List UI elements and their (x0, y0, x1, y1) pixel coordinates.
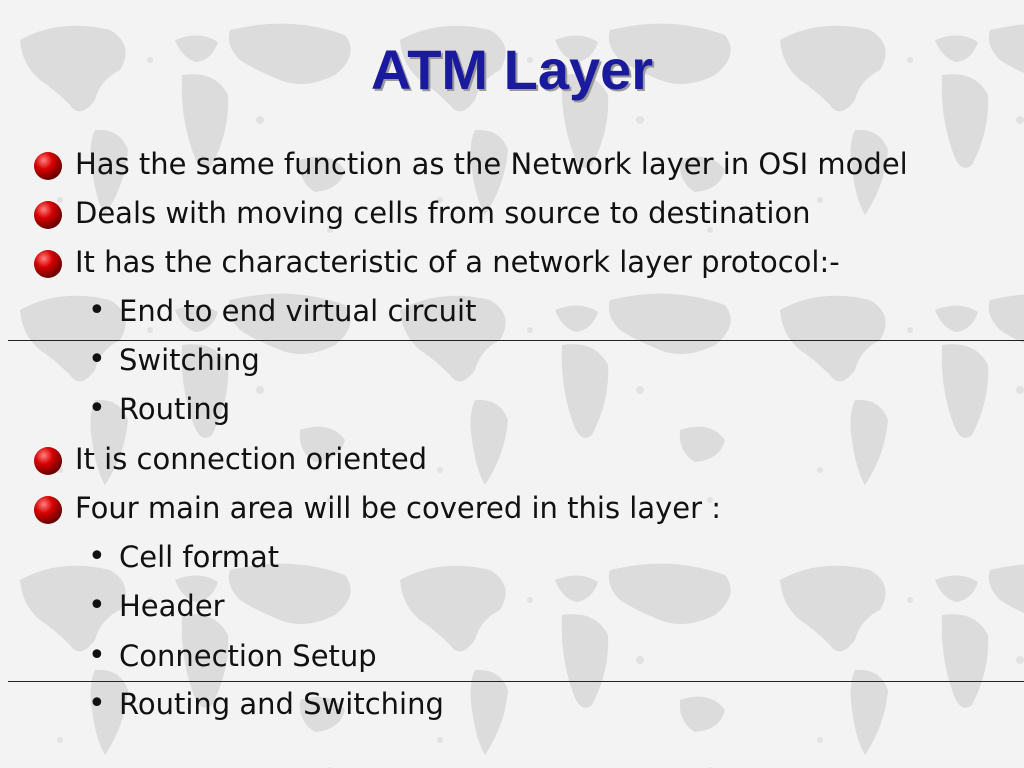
slide-title: ATM Layer (370, 38, 654, 101)
sub-bullet-text: Switching (119, 343, 260, 377)
dot-bullet-icon: • (88, 342, 106, 377)
dot-bullet-icon: • (88, 638, 106, 673)
sub-bullet-text: Cell format (119, 540, 280, 574)
red-ball-bullet-icon (34, 250, 62, 278)
bullet-text: It has the characteristic of a network l… (75, 245, 840, 279)
bullet-text: It is connection oriented (75, 442, 428, 476)
red-ball-bullet-icon (34, 152, 62, 180)
dot-bullet-icon: • (88, 391, 106, 426)
sub-bullet-text: Routing (119, 392, 231, 426)
divider-line (8, 681, 1024, 682)
dot-bullet-icon: • (88, 588, 106, 623)
dot-bullet-icon: • (88, 686, 106, 721)
red-ball-bullet-icon (34, 201, 62, 229)
sub-bullet-text: Header (119, 589, 225, 623)
sub-bullet-text: Routing and Switching (119, 687, 444, 721)
sub-bullet-text: End to end virtual circuit (119, 294, 477, 328)
sub-bullet-text: Connection Setup (119, 639, 377, 673)
bullet-text: Deals with moving cells from source to d… (75, 196, 811, 230)
bullet-text: Has the same function as the Network lay… (75, 147, 908, 181)
red-ball-bullet-icon (34, 496, 62, 524)
dot-bullet-icon: • (88, 539, 106, 574)
bullet-text: Four main area will be covered in this l… (75, 491, 722, 525)
dot-bullet-icon: • (88, 293, 106, 328)
red-ball-bullet-icon (34, 447, 62, 475)
divider-line (8, 340, 1024, 341)
